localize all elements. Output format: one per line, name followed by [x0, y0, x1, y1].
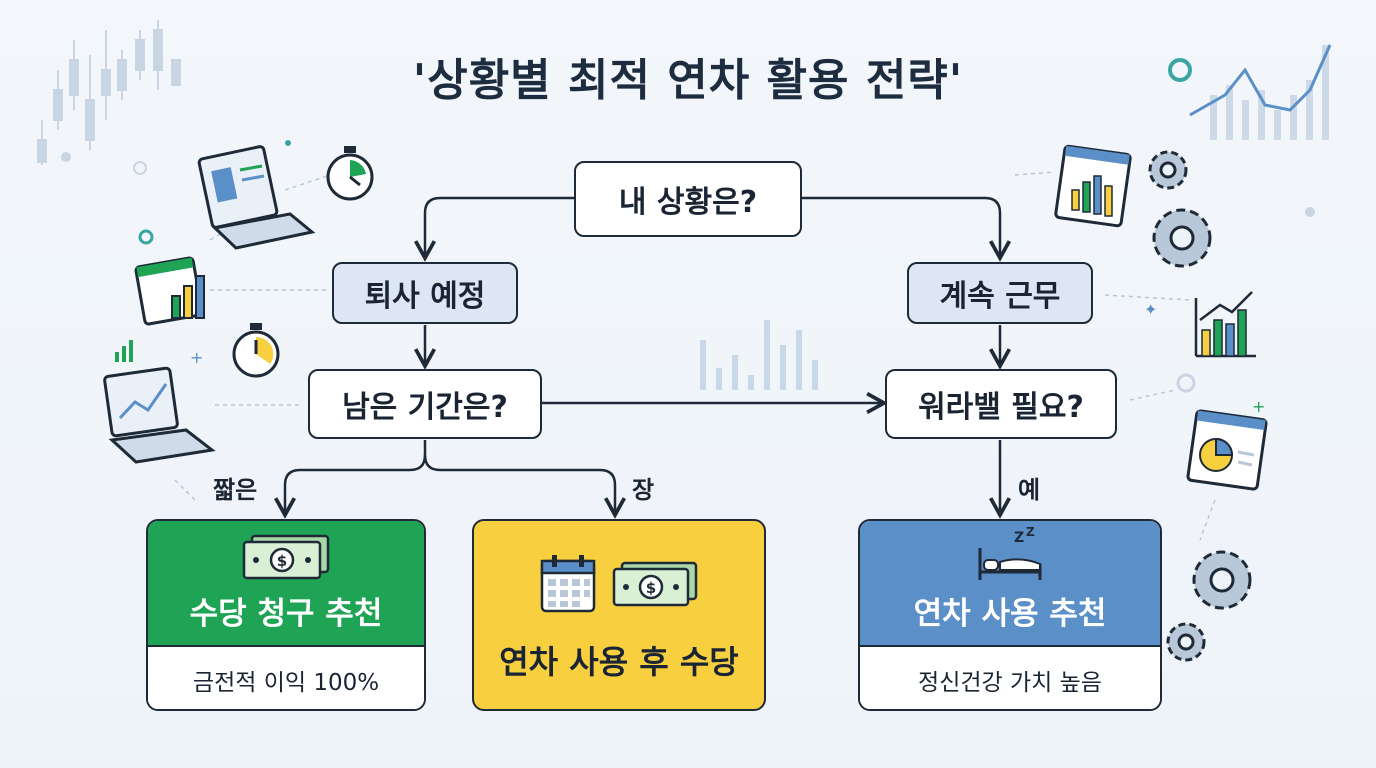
stopwatch-icon — [326, 146, 374, 201]
remaining-period-node: 남은 기간은? — [308, 369, 542, 439]
svg-text:+: + — [1252, 397, 1265, 416]
svg-text:$: $ — [646, 579, 656, 597]
spreadsheet-chart-icon — [134, 256, 205, 326]
svg-text:Z: Z — [1026, 526, 1035, 539]
svg-text:Z: Z — [1014, 530, 1024, 546]
candlestick-chart-icon — [37, 20, 181, 165]
faint-bar-chart-icon — [700, 320, 818, 390]
work-life-balance-node: 워라밸 필요? — [885, 369, 1117, 439]
edge-label-short: 짧은 — [213, 476, 258, 504]
svg-text:✦: ✦ — [1144, 300, 1157, 319]
edge-label-yes: 예 — [1018, 476, 1041, 504]
pie-chart-icon — [1186, 409, 1268, 491]
outcome-use-leave-card: Z Z 연차 사용 추천 정신건강 가치 높음 — [858, 519, 1162, 711]
outcome-mixed-card: $ 연차 사용 후 수당 — [472, 519, 766, 711]
line-chart-icon — [1189, 44, 1332, 140]
stay-node: 계속 근무 — [907, 262, 1093, 324]
bar-chart-window-icon — [1054, 144, 1132, 228]
svg-text:$: $ — [277, 552, 287, 570]
root-question-node: 내 상황은? — [574, 161, 802, 237]
calendar-icon — [540, 555, 596, 613]
laptop-icon — [197, 145, 316, 250]
edge-label-long: 장 — [632, 476, 655, 504]
outcome-allowance-card: $ 수당 청구 추천 금전적 이익 100% — [146, 519, 426, 711]
svg-text:+: + — [190, 348, 203, 367]
bed-icon: Z Z — [978, 526, 1042, 580]
gear-icon — [1148, 150, 1252, 662]
trend-chart-icon — [1194, 291, 1256, 358]
outcome-use-leave-sub: 정신건강 가치 높음 — [860, 645, 1160, 709]
outcome-allowance-sub: 금전적 이익 100% — [148, 645, 424, 709]
outcome-allowance-headline: 수당 청구 추천 — [189, 596, 383, 632]
money-icon-2: $ — [612, 561, 698, 607]
leave-node: 퇴사 예정 — [332, 262, 518, 324]
laptop-trend-icon — [103, 366, 216, 464]
page-title: '상황별 최적 연차 활용 전략' — [412, 55, 964, 106]
stopwatch-icon-2 — [232, 323, 280, 378]
outcome-use-leave-headline: 연차 사용 추천 — [913, 596, 1107, 632]
money-icon: $ — [242, 534, 330, 580]
outcome-mixed-headline: 연차 사용 후 수당 — [499, 643, 739, 681]
